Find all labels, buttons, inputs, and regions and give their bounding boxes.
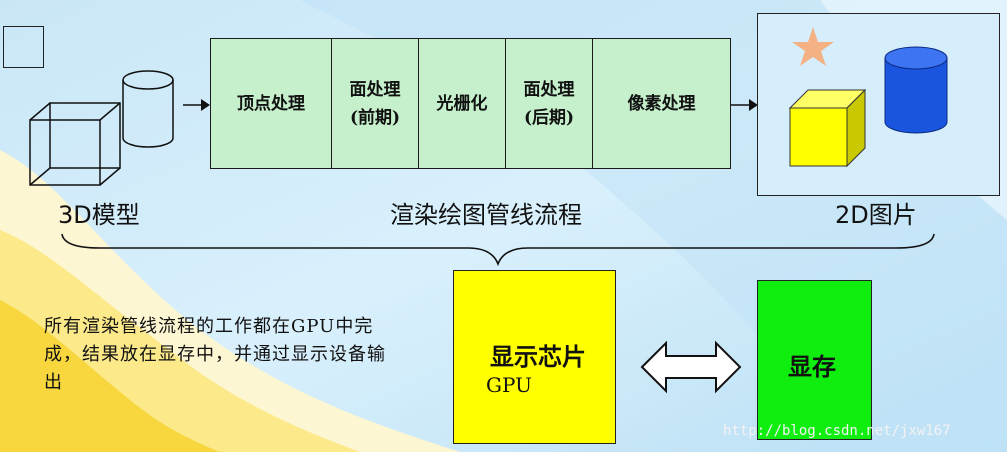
description-text: 所有渲染管线流程的工作都在GPU中完成，结果放在显存中，并通过显示设备输出 [44, 316, 386, 393]
gpu-title: 显示芯片 [490, 342, 586, 371]
gpu-box: 显示芯片 GPU [453, 270, 616, 444]
stage-pixel-processing: 像素处理 [592, 38, 731, 169]
double-arrow-icon [640, 340, 742, 394]
stage-face-processing-late: 面处理 (后期) [505, 38, 593, 169]
stage-label: 顶点处理 [237, 93, 305, 114]
arrow-right-icon [183, 99, 210, 111]
stage-rasterization: 光栅化 [418, 38, 506, 169]
curly-brace [61, 233, 935, 267]
stage-label: 面处理 [523, 79, 575, 100]
gpu-subtitle: GPU [486, 373, 532, 397]
3d-model-icon [29, 70, 174, 186]
star-icon [792, 27, 834, 66]
input-label: 3D模型 [58, 201, 140, 229]
yellow-cube-icon [788, 88, 867, 168]
stage-sublabel: (前期) [349, 107, 401, 128]
2d-image-panel [757, 13, 1000, 196]
watermark-text: http://blog.csdn.net/jxw167 [723, 423, 951, 439]
stage-sublabel: (后期) [523, 107, 575, 128]
video-memory-box: 显存 [757, 280, 872, 440]
output-label: 2D图片 [835, 201, 917, 229]
wireframe-cube-icon [29, 102, 121, 186]
small-square-shape [3, 26, 44, 68]
pipeline-caption: 渲染绘图管线流程 [390, 201, 582, 229]
stage-vertex-processing: 顶点处理 [210, 38, 332, 169]
video-memory-title: 显存 [788, 352, 836, 381]
arrow-right-icon [731, 99, 758, 111]
wireframe-cylinder-icon [122, 70, 174, 148]
stage-label: 像素处理 [627, 93, 696, 114]
blue-cylinder-icon [884, 46, 948, 134]
stage-label: 面处理 [349, 79, 401, 100]
stage-face-processing-early: 面处理 (前期) [331, 38, 419, 169]
stage-label: 光栅化 [436, 93, 488, 114]
